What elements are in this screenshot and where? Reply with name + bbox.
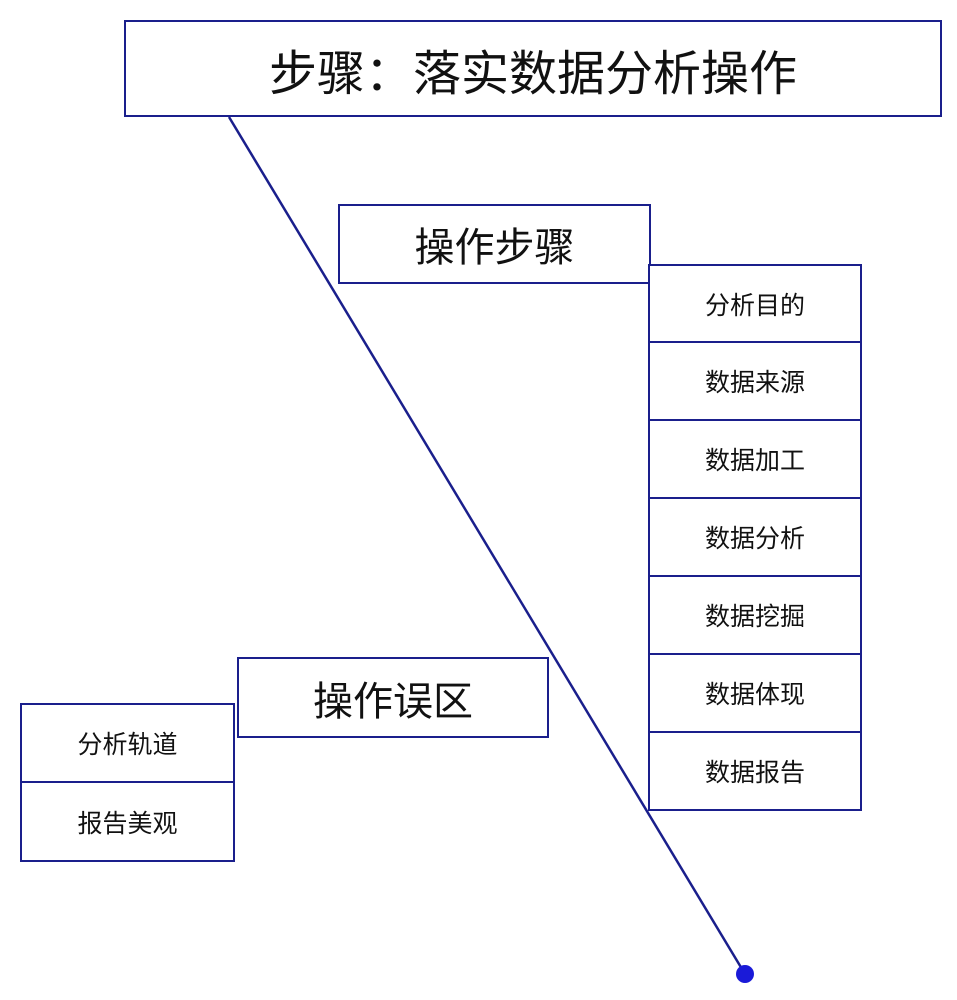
steps-heading: 操作步骤 bbox=[338, 204, 651, 284]
step-item-data-source: 数据来源 bbox=[648, 343, 862, 421]
connector-end-dot bbox=[736, 965, 754, 983]
step-item-data-report: 数据报告 bbox=[648, 733, 862, 811]
step-item-data-analysis: 数据分析 bbox=[648, 499, 862, 577]
pitfalls-list: 分析轨道 报告美观 bbox=[20, 703, 235, 862]
step-item-data-presentation: 数据体现 bbox=[648, 655, 862, 733]
step-item-data-mining: 数据挖掘 bbox=[648, 577, 862, 655]
step-item-data-processing: 数据加工 bbox=[648, 421, 862, 499]
steps-list: 分析目的 数据来源 数据加工 数据分析 数据挖掘 数据体现 数据报告 bbox=[648, 264, 862, 811]
diagram-title: 步骤：落实数据分析操作 bbox=[124, 20, 942, 117]
pitfalls-heading: 操作误区 bbox=[237, 657, 549, 738]
pitfall-item-report-aesthetics: 报告美观 bbox=[20, 783, 235, 862]
step-item-analysis-purpose: 分析目的 bbox=[648, 264, 862, 343]
pitfall-item-analysis-track: 分析轨道 bbox=[20, 703, 235, 783]
